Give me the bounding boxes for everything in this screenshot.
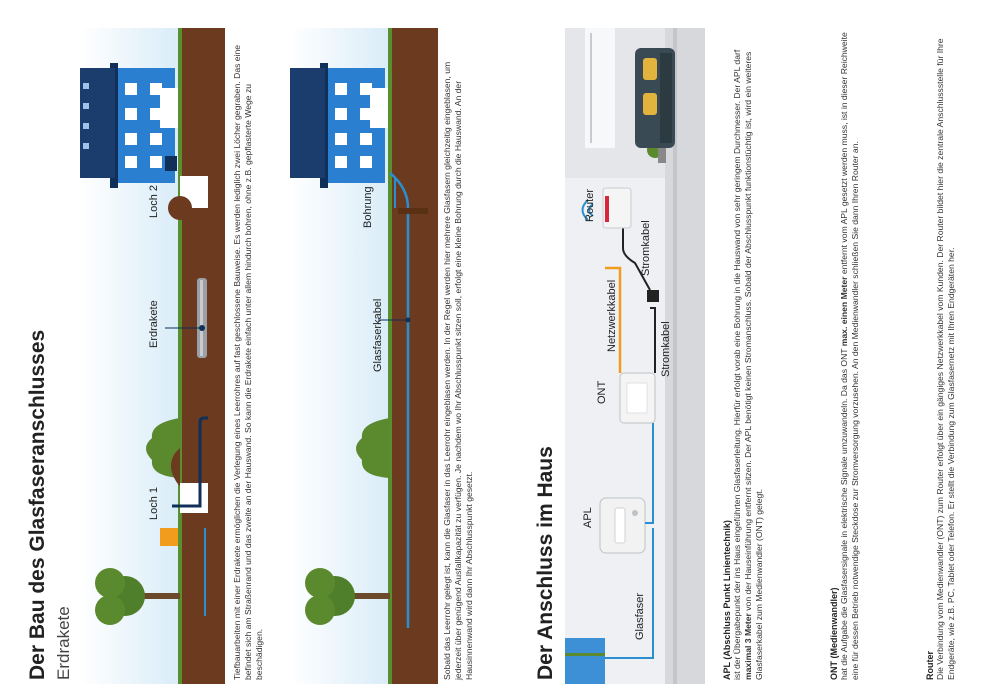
power-plug-icon <box>647 290 659 302</box>
tree-icon <box>305 568 390 625</box>
house-icon <box>80 63 178 188</box>
label-ont: ONT <box>596 380 608 404</box>
apl-heading: APL (Abschluss Punkt Linientechnik) <box>722 520 732 680</box>
wifi-icon <box>581 199 594 221</box>
orange-box-icon <box>160 528 178 546</box>
label-netzwerkkabel: Netzwerkkabel <box>606 279 618 352</box>
router-heading: Router <box>925 651 935 680</box>
label-erdrakete: Erdrakete <box>148 300 160 348</box>
label-apl: APL <box>582 507 594 528</box>
text-glasfaser: Sobald das Leerrohr gelegt ist, kann die… <box>442 61 474 680</box>
erdrakete-diagram <box>80 28 225 684</box>
label-router: Router <box>584 188 596 222</box>
router-block: Router Die Verbindung vom Medienwandler … <box>925 30 957 680</box>
ont-block: ONT (Medienwandler) hat die Aufgabe die … <box>829 30 861 680</box>
section1-title: Der Bau des Glasfaseranschlusses <box>26 329 49 680</box>
ont-heading: ONT (Medienwandler) <box>829 587 839 680</box>
window-icon <box>565 638 605 684</box>
ont-text: hat die Aufgabe die Glasfasersignale in … <box>839 32 860 680</box>
label-loch2: Loch 2 <box>148 184 160 218</box>
tree-icon <box>95 568 180 625</box>
section1-subtitle: Erdrakete <box>54 606 73 680</box>
text-erdrakete: Tiefbauarbeiten mit einer Erdrakete ermö… <box>232 44 264 680</box>
power-cable <box>650 307 656 373</box>
dirt-mound-icon <box>171 448 180 486</box>
router-device-icon <box>602 187 632 229</box>
label-glasfaser: Glasfaser <box>634 592 646 640</box>
label-bohrung: Bohrung <box>362 186 374 228</box>
apl-block: APL (Abschluss Punkt Linientechnik) ist … <box>722 30 765 680</box>
grass-line <box>178 28 182 684</box>
fiber-line <box>605 528 654 659</box>
apl-text: ist der Übergabepunkt der ins Haus einge… <box>732 49 764 680</box>
sofa-icon <box>635 48 675 148</box>
anschluss-diagram <box>565 28 705 684</box>
network-cable <box>605 266 622 373</box>
window-light <box>585 28 615 148</box>
label-loch1: Loch 1 <box>148 486 160 520</box>
glasfaser-diagram <box>290 28 438 684</box>
label-stromkabel-a: Stromkabel <box>660 321 672 377</box>
label-glasfaserkabel: Glasfaserkabel <box>372 298 384 372</box>
section2-title: Der Anschluss im Haus <box>534 446 557 680</box>
bush-icon <box>356 418 390 478</box>
ont-device-icon <box>619 372 656 424</box>
fiber-cable <box>389 172 410 628</box>
label-dot <box>199 325 205 331</box>
router-text: Die Verbindung vom Medienwandler (ONT) z… <box>935 38 956 680</box>
apl-device-icon <box>599 497 646 554</box>
label-stromkabel-b: Stromkabel <box>640 220 652 276</box>
house-icon <box>290 63 388 188</box>
